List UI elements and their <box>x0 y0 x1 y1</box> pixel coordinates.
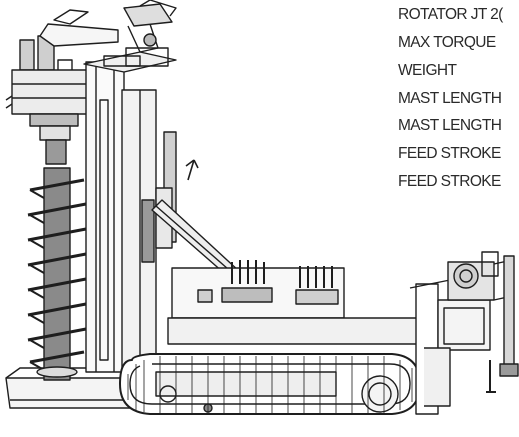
spec-feed-stroke-1: FEED STROKE <box>398 145 501 162</box>
mast-crown <box>123 0 177 67</box>
spec-max-torque: MAX TORQUE <box>398 34 496 51</box>
boom-arm <box>39 9 119 47</box>
rotator-head <box>5 35 95 165</box>
auger <box>27 167 87 381</box>
spec-mast-length-2: MAST LENGTH <box>398 117 502 134</box>
spec-feed-stroke-2: FEED STROKE <box>398 173 501 190</box>
outrigger-leg <box>486 255 519 393</box>
spec-mast-length-1: MAST LENGTH <box>398 90 502 107</box>
spec-rotator: ROTATOR JT 2( <box>398 6 503 23</box>
feed-cylinders <box>141 131 241 281</box>
mast <box>83 51 177 373</box>
engine-unit <box>447 251 513 301</box>
track-undercarriage <box>119 317 421 415</box>
spec-weight: WEIGHT <box>398 62 457 79</box>
